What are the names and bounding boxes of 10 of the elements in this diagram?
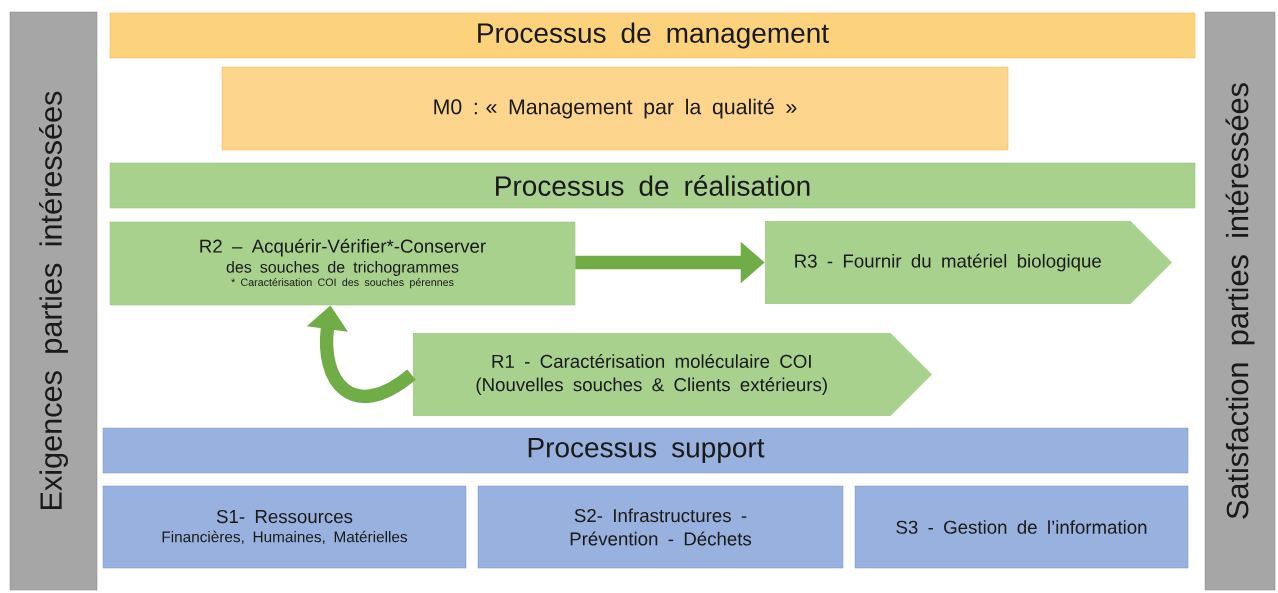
process-box: S2- Infrastructures -Prévention - Déchets [477,485,844,569]
process-box: M0 : « Management par la qualité » [221,66,1009,151]
process-box: R2 – Acquérir-Vérifier*-Conserver des souches de trichogrammes * Caractérisation COI des souches pérennes [109,221,576,306]
side-band: Satisfaction parties intéressées [1204,11,1276,591]
process-box: S3 - Gestion de l’information [854,485,1189,569]
process-box: S1- Ressources Financières, Humaines, Matérielles [102,485,467,569]
header-band: Processus support [102,427,1189,474]
side-band: Exigences parties intéressées [9,11,98,591]
header-band: Processus de réalisation [109,162,1196,209]
header-band: Processus de management [109,12,1196,59]
